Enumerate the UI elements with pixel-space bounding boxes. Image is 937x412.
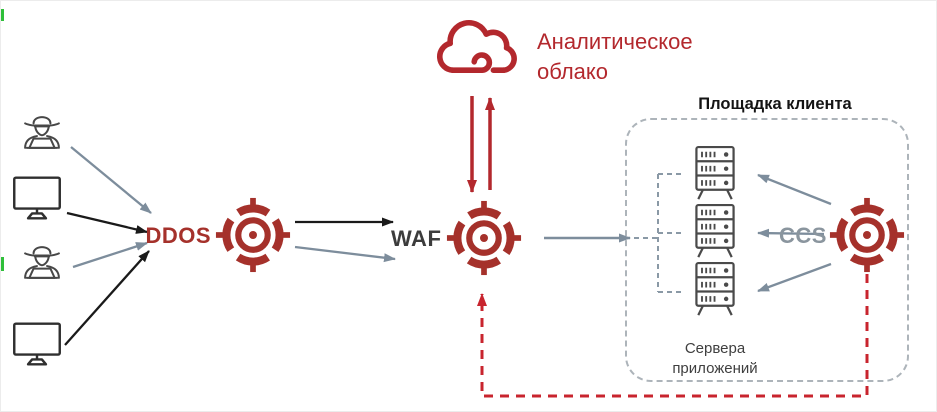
- arrow-computer2-to-ddos: [64, 250, 150, 346]
- arrow-attacker2-to-ddos: [72, 241, 148, 269]
- analytics-cloud-label: Аналитическое облако: [537, 29, 693, 84]
- app-servers-label: Сервера приложений: [672, 340, 758, 378]
- screen-artifact: [1, 257, 4, 271]
- screen-artifact: [1, 9, 4, 21]
- hacker-icon: [15, 233, 69, 289]
- ccs-node-label: CCS: [779, 223, 827, 248]
- monitor-icon: [11, 173, 63, 223]
- server-icon: [689, 203, 741, 261]
- client-site-title: Площадка клиента: [698, 95, 852, 113]
- arrow-computer1-to-ddos: [66, 211, 148, 234]
- waf-node-label: WAF: [391, 226, 442, 251]
- ccs-target-icon: [829, 197, 905, 273]
- waf-target-icon: [446, 200, 522, 276]
- arrow-ccs-to-server3: [757, 262, 832, 293]
- server-icon: [689, 145, 741, 203]
- arrow-ddos-to-waf-bottom: [294, 245, 396, 263]
- ddos-target-icon: [215, 197, 291, 273]
- server-icon: [689, 261, 741, 319]
- arrow-attacker1-to-ddos: [70, 146, 152, 214]
- arrow-ccs-to-server2: [757, 228, 825, 238]
- monitor-icon: [11, 319, 63, 369]
- client-site-area: [625, 118, 909, 382]
- hacker-icon: [15, 103, 69, 159]
- cloud-icon: [431, 11, 527, 91]
- arrow-ccs-to-server1: [757, 173, 832, 206]
- ddos-node-label: DDOS: [145, 223, 211, 248]
